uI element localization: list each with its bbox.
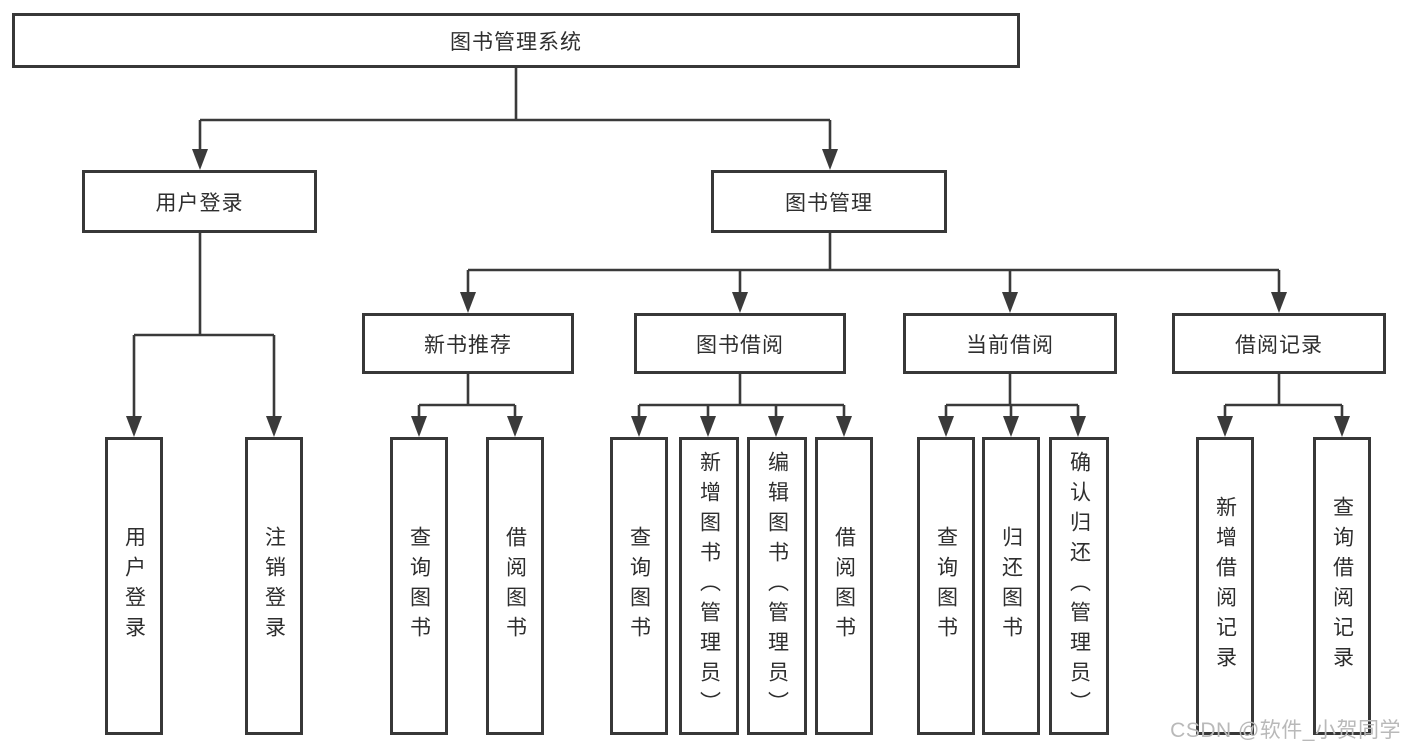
node-label: 查询图书 [407, 526, 431, 646]
node-label: 确认归还（管理员） [1067, 451, 1091, 721]
leaf-query-books-borrow: 查询图书 [610, 437, 668, 735]
node-label: 用户登录 [155, 191, 244, 215]
leaf-query-books-current: 查询图书 [917, 437, 975, 735]
arrow-down-icon [1070, 416, 1086, 437]
arrow-down-icon [411, 416, 427, 437]
arrow-down-icon [1217, 416, 1233, 437]
node-label: 当前借阅 [966, 333, 1054, 357]
arrow-down-icon [266, 416, 282, 437]
node-root: 图书管理系统 [12, 13, 1020, 68]
node-label: 归还图书 [999, 526, 1023, 646]
leaf-query-borrow-record: 查询借阅记录 [1313, 437, 1371, 735]
arrow-down-icon [822, 149, 838, 170]
watermark: CSDN @软件_小贺同学 [1170, 719, 1401, 742]
leaf-user-login: 用户登录 [105, 437, 163, 735]
node-label: 用户登录 [122, 526, 146, 646]
leaf-borrow-books-recommend: 借阅图书 [486, 437, 544, 735]
arrow-down-icon [460, 292, 476, 313]
node-label: 图书借阅 [696, 333, 784, 357]
node-book-borrow: 图书借阅 [634, 313, 846, 374]
node-label: 查询借阅记录 [1330, 496, 1354, 676]
node-label: 借阅记录 [1235, 333, 1323, 357]
arrow-down-icon [700, 416, 716, 437]
leaf-confirm-return-admin: 确认归还（管理员） [1049, 437, 1109, 735]
leaf-logout: 注销登录 [245, 437, 303, 735]
node-label: 图书管理系统 [450, 30, 582, 54]
arrow-down-icon [732, 292, 748, 313]
node-new-book-recommend: 新书推荐 [362, 313, 574, 374]
leaf-add-book-admin: 新增图书（管理员） [679, 437, 739, 735]
arrow-down-icon [938, 416, 954, 437]
leaf-borrow-books: 借阅图书 [815, 437, 873, 735]
leaf-add-borrow-record: 新增借阅记录 [1196, 437, 1254, 735]
node-label: 新增图书（管理员） [697, 451, 721, 721]
node-label: 查询图书 [627, 526, 651, 646]
arrow-down-icon [631, 416, 647, 437]
arrow-down-icon [768, 416, 784, 437]
arrow-down-icon [1003, 416, 1019, 437]
leaf-query-books-recommend: 查询图书 [390, 437, 448, 735]
node-book-management: 图书管理 [711, 170, 947, 233]
arrow-down-icon [1271, 292, 1287, 313]
arrow-down-icon [1002, 292, 1018, 313]
node-current-borrow: 当前借阅 [903, 313, 1117, 374]
node-label: 编辑图书（管理员） [765, 451, 789, 721]
leaf-edit-book-admin: 编辑图书（管理员） [747, 437, 807, 735]
node-label: 注销登录 [262, 526, 286, 646]
node-label: 借阅图书 [503, 526, 527, 646]
node-user-login: 用户登录 [82, 170, 317, 233]
node-borrow-records: 借阅记录 [1172, 313, 1386, 374]
arrow-down-icon [126, 416, 142, 437]
arrow-down-icon [836, 416, 852, 437]
node-label: 查询图书 [934, 526, 958, 646]
connector-paths [132, 68, 1344, 419]
arrow-down-icon [192, 149, 208, 170]
arrow-down-icon [1334, 416, 1350, 437]
leaf-return-book: 归还图书 [982, 437, 1040, 735]
node-label: 借阅图书 [832, 526, 856, 646]
arrow-down-icon [507, 416, 523, 437]
node-label: 新书推荐 [424, 333, 512, 357]
node-label: 新增借阅记录 [1213, 496, 1237, 676]
node-label: 图书管理 [785, 191, 873, 215]
